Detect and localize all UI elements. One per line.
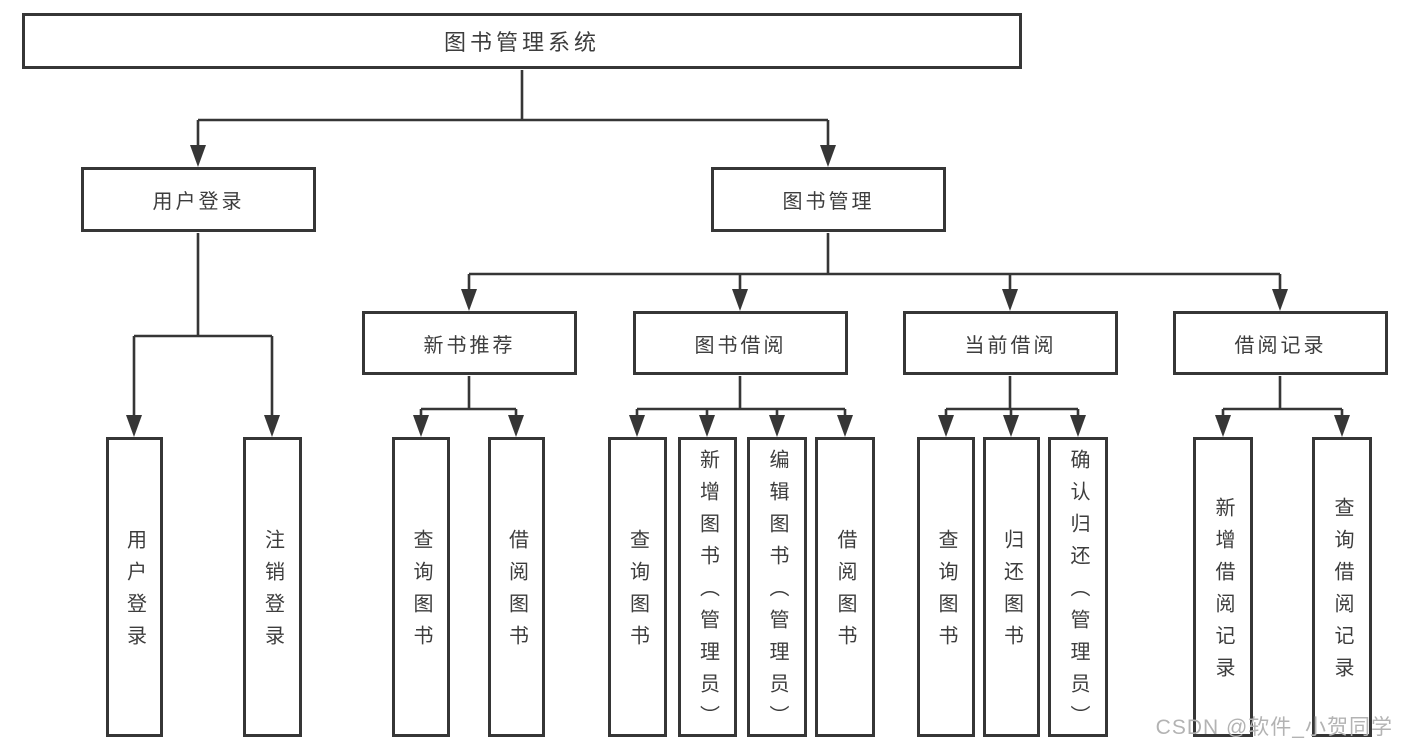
node-library-management-system: 图书管理系统	[22, 13, 1022, 69]
node-leaf-borrow-books: 借阅图书	[815, 437, 875, 737]
node-label: 借阅记录	[1234, 334, 1327, 357]
node-label: 借阅图书	[505, 529, 528, 657]
node-label: 新书推荐	[423, 334, 516, 357]
node-book-management: 图书管理	[711, 167, 946, 232]
node-leaf-edit-book-admin: 编辑图书（管理员）	[747, 437, 807, 737]
node-leaf-return-books: 归还图书	[983, 437, 1040, 737]
node-leaf-confirm-return-admin: 确认归还（管理员）	[1048, 437, 1108, 737]
node-label: 用户登录	[152, 191, 245, 213]
node-user-login: 用户登录	[81, 167, 316, 232]
node-leaf-query-books-borrow: 查询图书	[608, 437, 667, 737]
node-leaf-query-books-current: 查询图书	[917, 437, 975, 737]
node-label: 图书管理系统	[443, 30, 600, 55]
node-leaf-borrow-books-recommend: 借阅图书	[488, 437, 545, 737]
node-book-borrowing: 图书借阅	[633, 311, 848, 375]
node-leaf-add-borrow-record: 新增借阅记录	[1193, 437, 1253, 737]
node-leaf-query-borrow-record: 查询借阅记录	[1312, 437, 1372, 737]
node-label: 查询图书	[410, 529, 432, 657]
node-leaf-query-books-recommend: 查询图书	[392, 437, 450, 737]
node-label: 确认归还（管理员）	[1067, 449, 1089, 737]
node-leaf-user-login: 用户登录	[106, 437, 163, 737]
node-label: 查询图书	[626, 529, 649, 657]
node-borrowing-records: 借阅记录	[1173, 311, 1388, 375]
node-label: 注销登录	[261, 529, 284, 657]
node-new-book-recommendation: 新书推荐	[362, 311, 577, 375]
node-label: 图书管理	[782, 191, 875, 213]
node-label: 新增图书（管理员）	[696, 449, 719, 737]
node-label: 编辑图书（管理员）	[766, 449, 788, 737]
node-leaf-logout: 注销登录	[243, 437, 302, 737]
node-label: 查询图书	[935, 529, 957, 657]
csdn-watermark: CSDN @软件_小贺同学	[1155, 716, 1393, 739]
node-leaf-add-book-admin: 新增图书（管理员）	[678, 437, 737, 737]
node-label: 归还图书	[1000, 529, 1023, 657]
node-label: 新增借阅记录	[1212, 497, 1234, 689]
node-label: 借阅图书	[834, 529, 856, 657]
node-label: 当前借阅	[964, 334, 1057, 357]
node-label: 用户登录	[123, 529, 146, 657]
node-label: 图书借阅	[694, 334, 787, 357]
node-label: 查询借阅记录	[1331, 497, 1353, 689]
node-current-borrowing: 当前借阅	[903, 311, 1118, 375]
